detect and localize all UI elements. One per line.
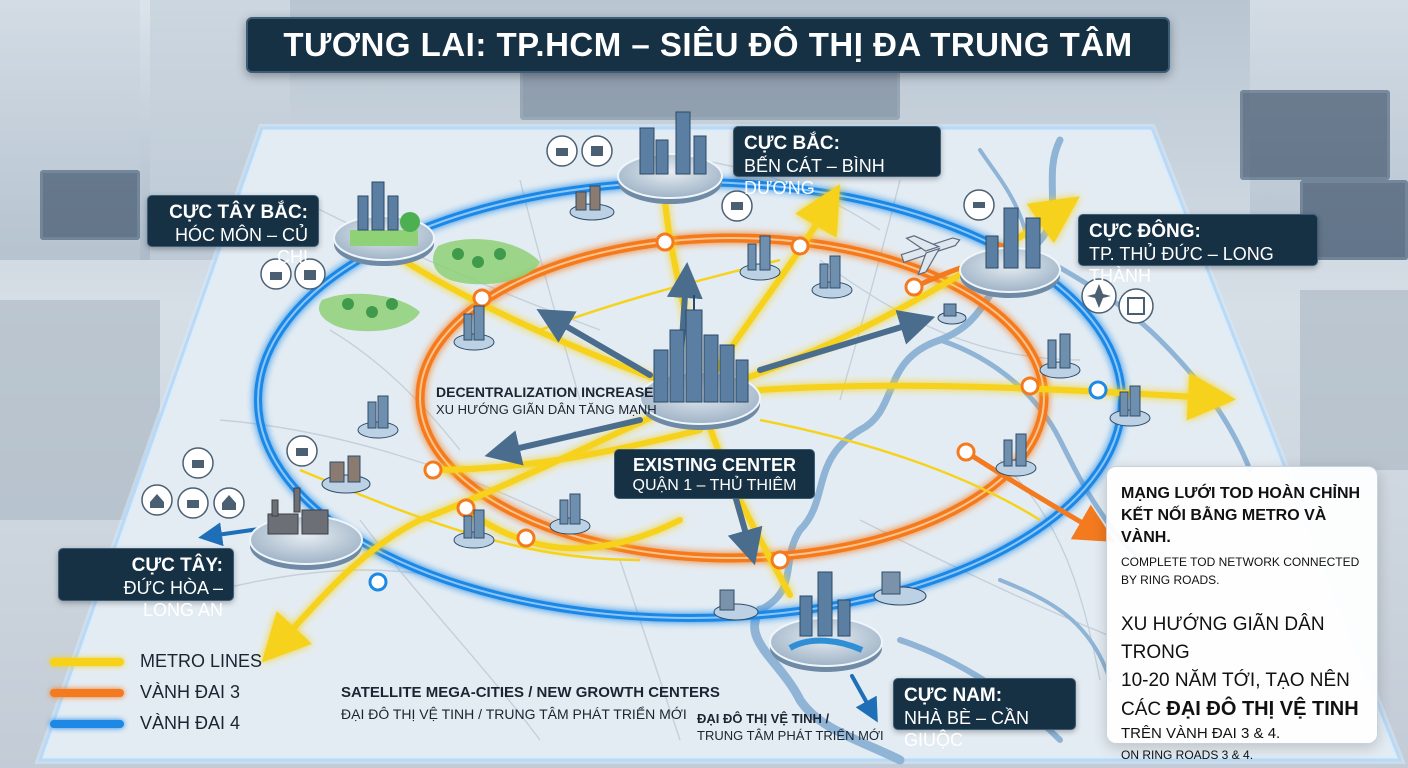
pole-label-west: CỰC TÂY: ĐỨC HÒA – LONG AN xyxy=(58,548,234,620)
pole-east-title: CỰC ĐÔNG: xyxy=(1089,221,1201,242)
legend-swatch-metro xyxy=(50,657,124,666)
info-body-vi-2: 10-20 NĂM TỚI, TẠO NÊN xyxy=(1121,670,1350,691)
airplane-icon xyxy=(900,235,961,276)
legend-label-ring4: VÀNH ĐAI 4 xyxy=(140,713,241,733)
existing-center-label: EXISTING CENTER QUẬN 1 – THỦ THIÊM xyxy=(614,449,815,499)
pole-east-subtitle: TP. THỦ ĐỨC – LONG THÀNH xyxy=(1089,244,1274,286)
pole-south-subtitle: NHÀ BÈ – CẦN GIUỘC xyxy=(904,708,1030,750)
trees xyxy=(342,248,506,318)
pole-label-north: CỰC BẮC: BẾN CÁT – BÌNH DƯƠNG xyxy=(733,126,941,198)
pole-label-northwest: CỰC TÂY BẮC: HÓC MÔN – CỦ CHI xyxy=(147,195,319,267)
legend-label-metro: METRO LINES xyxy=(140,651,263,671)
monitor xyxy=(1240,90,1390,180)
legend-item-ring4: VÀNH ĐAI 4 xyxy=(50,708,262,739)
info-heading-en: COMPLETE TOD NETWORK CONNECTED BY RING R… xyxy=(1121,555,1360,587)
pole-platform-north xyxy=(617,111,723,204)
pole-icon-glyphs xyxy=(150,146,1145,510)
pole-platform-northwest xyxy=(333,181,435,266)
pole-label-east: CỰC ĐÔNG: TP. THỦ ĐỨC – LONG THÀNH xyxy=(1078,214,1318,286)
pole-west-title: CỰC TÂY: xyxy=(131,555,223,576)
info-heading-vi-2: KẾT NỐI BẰNG METRO VÀ VÀNH. xyxy=(1121,507,1327,546)
desk xyxy=(1300,290,1408,470)
pole-north-subtitle: BẾN CÁT – BÌNH DƯƠNG xyxy=(744,156,885,198)
legend-item-metro: METRO LINES xyxy=(50,646,262,677)
info-card: MẠNG LƯỚI TOD HOÀN CHỈNH KẾT NỐI BẰNG ME… xyxy=(1106,466,1378,762)
pole-northwest-title: CỰC TÂY BẮC: xyxy=(169,202,308,223)
pole-platform-east xyxy=(959,207,1061,298)
decentralization-label-en: DECENTRALIZATION INCREASE xyxy=(436,384,654,400)
legend-label-ring3: VÀNH ĐAI 3 xyxy=(140,682,241,702)
satellite-label-vi-2a: ĐẠI ĐÔ THỊ VỆ TINH / xyxy=(697,711,830,726)
satellite-label-vi: ĐẠI ĐÔ THỊ VỆ TINH / TRUNG TÂM PHÁT TRIỂ… xyxy=(341,706,687,722)
info-body-vi-3-bold: ĐẠI ĐÔ THỊ VỆ TINH xyxy=(1166,698,1359,720)
legend: METRO LINES VÀNH ĐAI 3 VÀNH ĐAI 4 xyxy=(50,646,262,739)
pole-platform-west xyxy=(249,487,363,570)
info-body-en: ON RING ROADS 3 & 4. xyxy=(1121,748,1254,762)
ring-nodes xyxy=(423,232,1040,570)
ring4-nodes xyxy=(368,380,1108,592)
pole-west-subtitle: ĐỨC HÒA – LONG AN xyxy=(123,578,223,620)
legend-swatch-ring4 xyxy=(50,719,124,728)
pole-northwest-subtitle: HÓC MÔN – CỦ CHI xyxy=(174,225,308,267)
pole-north-title: CỰC BẮC: xyxy=(744,133,840,154)
pole-platform-south xyxy=(769,571,883,672)
decentralization-arrows xyxy=(484,262,936,566)
info-body-vi-1: XU HƯỚNG GIÃN DÂN TRONG xyxy=(1121,614,1325,663)
info-body-vi-4: TRÊN VÀNH ĐAI 3 & 4. xyxy=(1121,725,1281,742)
satellite-label-en: SATELLITE MEGA-CITIES / NEW GROWTH CENTE… xyxy=(341,684,720,701)
satellite-label-vi-2b: TRUNG TÂM PHÁT TRIỂN MỚI xyxy=(697,728,884,743)
pole-label-south: CỰC NAM: NHÀ BÈ – CẦN GIUỘC xyxy=(893,678,1076,750)
center-subtitle: QUẬN 1 – THỦ THIÊM xyxy=(632,477,797,494)
monitor xyxy=(40,170,140,240)
legend-item-ring3: VÀNH ĐAI 3 xyxy=(50,677,262,708)
info-body-vi-3: CÁC ĐẠI ĐÔ THỊ VỆ TINH xyxy=(1121,695,1363,724)
existing-center-platform xyxy=(639,295,761,430)
page-title: TƯƠNG LAI: TP.HCM – SIÊU ĐÔ THỊ ĐA TRUNG… xyxy=(283,26,1133,63)
pole-south-title: CỰC NAM: xyxy=(904,685,1003,706)
building-clusters xyxy=(321,185,1151,621)
legend-swatch-ring3 xyxy=(50,688,124,697)
title-banner: TƯƠNG LAI: TP.HCM – SIÊU ĐÔ THỊ ĐA TRUNG… xyxy=(246,17,1170,73)
decentralization-label-vi: XU HƯỚNG GIÃN DÂN TĂNG MẠNH xyxy=(436,402,657,417)
center-title: EXISTING CENTER xyxy=(632,455,797,475)
info-heading-vi-1: MẠNG LƯỚI TOD HOÀN CHỈNH xyxy=(1121,485,1361,502)
info-body-vi-3-pre: CÁC xyxy=(1121,699,1167,720)
